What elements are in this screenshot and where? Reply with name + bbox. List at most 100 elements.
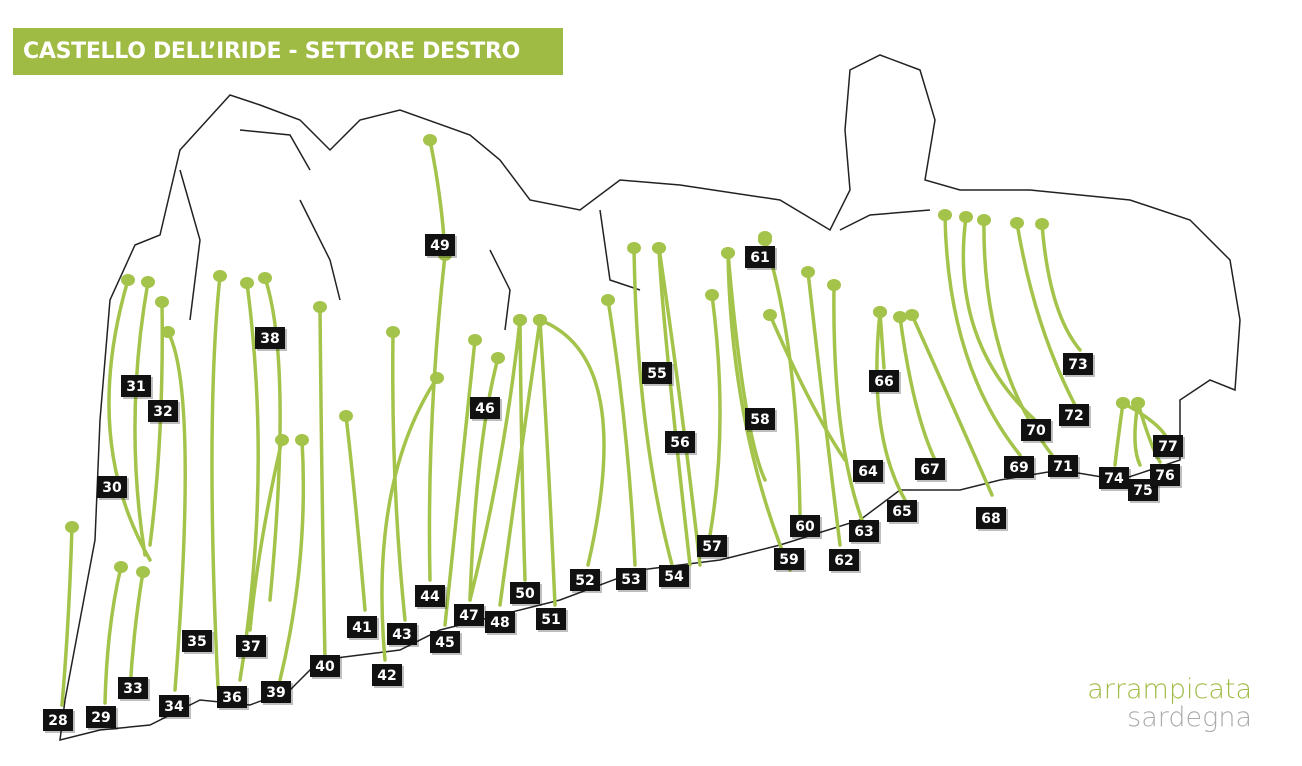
route-label-57[interactable]: 57: [697, 535, 729, 559]
route-label-41[interactable]: 41: [347, 616, 379, 640]
route-number: 47: [459, 608, 478, 624]
route-label-49[interactable]: 49: [425, 234, 457, 258]
route-label-29[interactable]: 29: [86, 706, 118, 730]
route-anchor-53: [601, 294, 615, 306]
route-anchor-70: [959, 211, 973, 223]
route-line-30: [107, 278, 152, 562]
route-anchor-52: [533, 314, 547, 326]
route-label-72[interactable]: 72: [1059, 404, 1091, 428]
rock-outline: [59, 54, 1241, 741]
route-label-42[interactable]: 42: [372, 664, 404, 688]
route-line-45: [443, 338, 477, 627]
route-label-56[interactable]: 56: [665, 431, 697, 455]
route-label-61[interactable]: 61: [745, 246, 777, 270]
route-label-52[interactable]: 52: [570, 569, 602, 593]
route-label-35[interactable]: 35: [182, 630, 214, 654]
route-anchor-76: [1131, 397, 1145, 409]
route-number: 35: [187, 634, 206, 650]
label-box: [415, 585, 445, 607]
route-label-45[interactable]: 45: [430, 631, 462, 655]
route-number: 53: [621, 572, 640, 588]
route-number: 63: [854, 524, 873, 540]
route-label-51[interactable]: 51: [536, 608, 568, 632]
route-line-38: [263, 276, 282, 602]
route-label-36[interactable]: 36: [217, 686, 249, 710]
route-anchor-30: [121, 274, 135, 286]
route-label-39[interactable]: 39: [261, 681, 293, 705]
label-box: [745, 408, 775, 430]
route-number: 68: [981, 511, 1000, 527]
route-label-63[interactable]: 63: [849, 520, 881, 544]
route-label-58[interactable]: 58: [745, 408, 777, 432]
route-label-48[interactable]: 48: [485, 611, 517, 635]
route-label-40[interactable]: 40: [310, 655, 342, 679]
route-label-33[interactable]: 33: [118, 677, 150, 701]
route-label-34[interactable]: 34: [159, 695, 191, 719]
route-label-65[interactable]: 65: [887, 500, 919, 524]
route-line-62: [806, 270, 842, 547]
route-line-56: [657, 246, 702, 567]
route-anchor-38: [258, 272, 272, 284]
route-line-52: [538, 318, 606, 567]
label-box: [261, 681, 291, 703]
route-line-67: [898, 315, 937, 462]
route-label-31[interactable]: 31: [121, 375, 153, 399]
route-anchor-54: [627, 242, 641, 254]
route-number: 77: [1158, 439, 1177, 455]
route-label-77[interactable]: 77: [1153, 435, 1185, 459]
route-anchor-45: [468, 334, 482, 346]
route-label-70[interactable]: 70: [1021, 419, 1053, 443]
route-label-67[interactable]: 67: [915, 458, 947, 482]
route-label-47[interactable]: 47: [454, 604, 486, 628]
route-label-71[interactable]: 71: [1048, 455, 1080, 479]
route-label-30[interactable]: 30: [97, 476, 129, 500]
route-label-50[interactable]: 50: [510, 582, 542, 606]
route-label-55[interactable]: 55: [642, 362, 674, 386]
route-line-58: [726, 251, 767, 482]
route-label-74[interactable]: 74: [1099, 467, 1131, 491]
logo-line2: sardegna: [1127, 702, 1252, 733]
route-number: 70: [1026, 423, 1046, 439]
route-line-41: [344, 414, 367, 612]
route-label-32[interactable]: 32: [148, 400, 180, 424]
route-number: 56: [670, 435, 689, 451]
route-number: 65: [892, 504, 911, 520]
route-label-38[interactable]: 38: [255, 327, 287, 351]
route-label-66[interactable]: 66: [869, 370, 901, 394]
route-label-54[interactable]: 54: [659, 565, 691, 589]
label-box: [121, 375, 151, 397]
route-label-62[interactable]: 62: [829, 549, 861, 573]
route-number: 64: [858, 464, 878, 480]
route-number: 71: [1053, 459, 1072, 475]
route-number: 57: [702, 539, 721, 555]
route-label-69[interactable]: 69: [1004, 456, 1036, 480]
route-anchor-73: [1035, 218, 1049, 230]
route-anchor-56: [652, 242, 666, 254]
route-line-69: [943, 213, 1022, 457]
route-label-73[interactable]: 73: [1063, 353, 1095, 377]
route-label-46[interactable]: 46: [470, 397, 502, 421]
route-label-68[interactable]: 68: [976, 507, 1008, 531]
route-label-59[interactable]: 59: [774, 548, 806, 572]
route-number: 75: [1133, 483, 1152, 499]
route-line-44: [427, 253, 447, 582]
route-label-60[interactable]: 60: [790, 515, 822, 539]
route-label-28[interactable]: 28: [43, 709, 75, 733]
route-number: 32: [153, 404, 172, 420]
route-label-53[interactable]: 53: [616, 568, 648, 592]
route-label-76[interactable]: 76: [1150, 464, 1182, 488]
route-anchor-69: [938, 209, 952, 221]
route-anchor-46: [491, 352, 505, 364]
route-label-44[interactable]: 44: [415, 585, 447, 609]
route-number: 39: [266, 685, 285, 701]
route-label-43[interactable]: 43: [387, 623, 419, 647]
route-anchor-64: [763, 309, 777, 321]
route-number: 72: [1064, 408, 1083, 424]
route-line-31: [133, 280, 150, 557]
route-number: 52: [575, 573, 594, 589]
route-number: 33: [123, 681, 142, 697]
route-anchor-71: [977, 214, 991, 226]
route-label-37[interactable]: 37: [236, 635, 268, 659]
route-label-64[interactable]: 64: [853, 460, 885, 484]
route-anchor-34: [161, 326, 175, 338]
